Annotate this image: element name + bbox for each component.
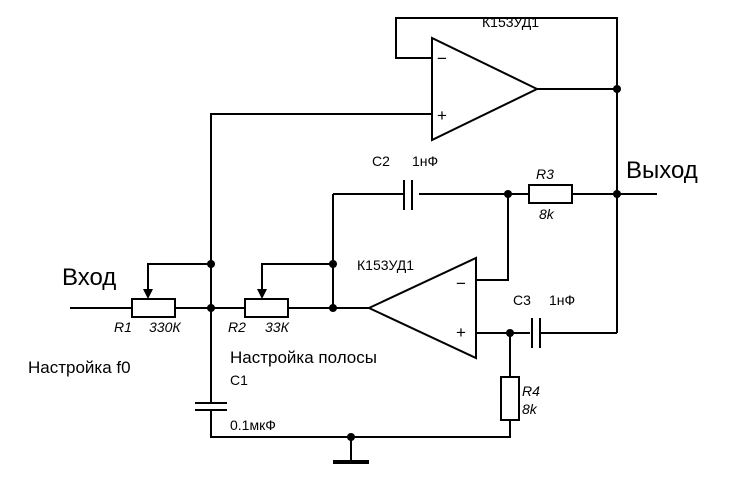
opamp-top-body [431,36,540,142]
potentiometer-r1: R1 330К [114,263,211,335]
tune-band-label: Настройка полосы [230,348,377,367]
wire-top-plus-input [210,113,432,308]
wire-ground-bus [210,410,511,438]
resistor-r4-value: 8k [522,401,538,417]
potentiometer-r2-value: 33К [265,319,290,335]
junction-dot [207,304,215,312]
resistor-r3-value: 8k [539,206,555,222]
potentiometer-r2-ref: R2 [228,319,246,335]
potentiometer-r1-wiper-arrow [143,289,153,299]
potentiometer-r1-wiper [147,263,211,292]
capacitor-c2: C2 1нФ [333,153,438,210]
junction-dot [504,190,512,198]
opamp-bottom-plus: + [456,323,466,342]
opamp-top-part-label: К153УД1 [482,14,539,30]
potentiometer-r1-value: 330К [149,319,181,335]
capacitor-c2-ref: C2 [372,153,390,169]
tune-f0-label: Настройка f0 [28,358,131,377]
opamp-bottom-part-label: К153УД1 [357,257,414,273]
opamp-bottom-minus: − [456,274,466,293]
capacitor-c1-value: 0.1мкФ [230,417,276,433]
capacitor-c3-value: 1нФ [549,292,575,308]
junction-dot [329,260,337,268]
capacitor-c3: C3 1нФ [513,292,617,348]
ground-symbol [333,437,369,464]
opamp-top-minus: − [437,49,447,68]
opamp-top-plus: + [437,106,447,125]
resistor-r3-ref: R3 [536,166,554,182]
potentiometer-r2-wiper-arrow [257,289,267,299]
capacitor-c2-value: 1нФ [412,153,438,169]
opamp-bottom: − + К153УД1 [357,256,477,360]
resistor-r3: R3 8k [528,166,573,222]
junction-dot [207,260,215,268]
capacitor-c1-ref: C1 [230,372,248,388]
input-label: Вход [62,264,116,291]
capacitor-c3-ref: C3 [513,292,531,308]
wire-bottom-minus [476,194,509,281]
junction-dot [613,190,621,198]
potentiometer-r1-body [131,298,176,318]
junction-dot [613,85,621,93]
resistor-r4-body [500,376,520,421]
resistor-r4-ref: R4 [522,383,540,399]
output-label: Выход [626,157,698,184]
capacitor-c1: C1 0.1мкФ [195,308,276,433]
potentiometer-r2-wiper [261,263,333,292]
wire-top-feedback [395,17,618,89]
opamp-bottom-body [366,256,477,360]
opamp-top: − + К153УД1 [431,14,540,142]
potentiometer-r2: R2 33К [228,263,333,335]
resistor-r3-body [528,184,573,204]
potentiometer-r1-ref: R1 [114,319,132,335]
junction-dots [207,85,621,441]
junction-dot [329,304,337,312]
resistor-r4: R4 8k [500,333,540,421]
junction-dot [347,433,355,441]
junction-dot [506,329,514,337]
potentiometer-r2-body [244,298,289,318]
